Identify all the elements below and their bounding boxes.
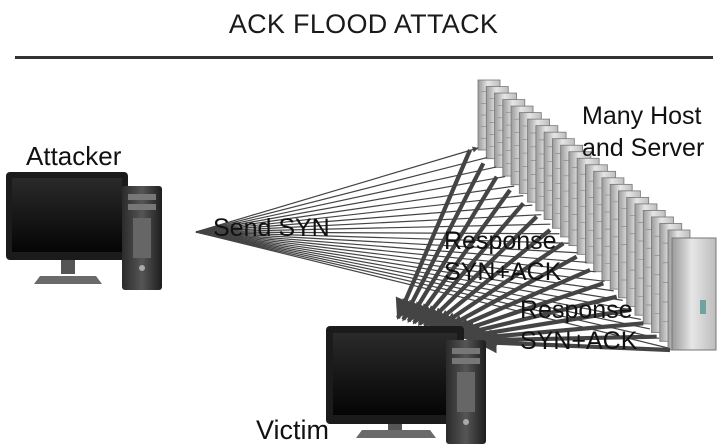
arrow-line xyxy=(195,195,524,233)
arrow-line xyxy=(475,332,671,354)
arrow-line xyxy=(412,188,512,325)
arrow-line xyxy=(195,231,623,301)
attacker-label: Attacker xyxy=(26,141,122,171)
arrow-line xyxy=(195,185,515,233)
arrow-line xyxy=(395,149,472,320)
victim-computer-icon xyxy=(326,326,486,444)
arrow-line xyxy=(417,201,525,326)
attacker-computer-icon xyxy=(6,172,162,290)
arrow-line xyxy=(195,231,614,292)
response-label-1: Response SYN+ACK xyxy=(444,226,561,288)
send-syn-label: Send SYN xyxy=(213,214,330,242)
arrow-line xyxy=(195,231,605,282)
victim-label: Victim xyxy=(256,415,330,445)
arrow-line xyxy=(195,146,479,233)
response-label-2-line1: Response xyxy=(520,296,633,324)
server-indicator xyxy=(700,300,706,314)
response-label-1-line1: Response xyxy=(444,227,557,255)
page-title: ACK FLOOD ATTACK xyxy=(228,9,499,39)
response-label-2: Response SYN+ACK xyxy=(520,295,637,357)
arrow-group xyxy=(195,146,671,354)
hosts-label-line1: Many Host xyxy=(582,102,702,130)
arrow-line xyxy=(406,175,499,323)
arrow-line xyxy=(195,231,587,263)
arrow-line xyxy=(195,231,641,321)
arrow-line xyxy=(401,162,486,322)
response-label-2-line2: SYN+ACK xyxy=(520,327,638,355)
arrow-line xyxy=(195,231,578,254)
server-front-cabinet xyxy=(671,237,717,351)
arrow-line xyxy=(195,231,660,340)
arrow-line xyxy=(195,231,569,244)
arrow-line xyxy=(470,329,657,351)
hosts-label: Many Host and Server xyxy=(582,100,704,164)
response-label-1-line2: SYN+ACK xyxy=(444,258,562,286)
arrow-line xyxy=(195,156,488,233)
server-rack-icon xyxy=(477,79,717,351)
arrow-line xyxy=(195,223,551,233)
arrow-line xyxy=(195,214,542,233)
title-divider xyxy=(15,56,713,59)
arrow-line xyxy=(195,166,497,233)
hosts-label-line2: and Server xyxy=(582,134,705,162)
